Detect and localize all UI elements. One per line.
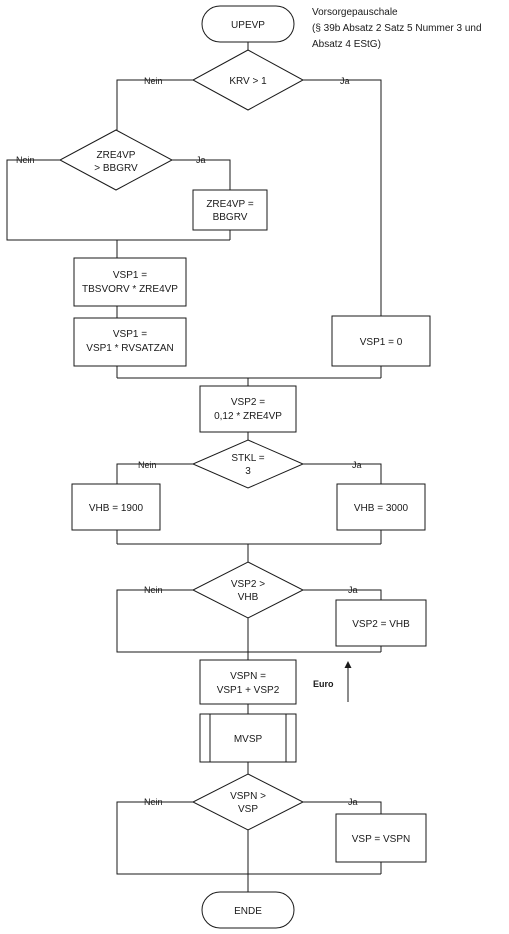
- euro-label: Euro: [313, 679, 334, 689]
- process-zre4vp-bbgrv-text-2: BBGRV: [213, 212, 248, 223]
- start-terminator: UPEVP: [201, 5, 295, 43]
- decision-vspn-vsp-text-1: VSPN >: [230, 791, 266, 802]
- decision-stkl-no-label: Nein: [138, 460, 157, 470]
- process-vsp1-rvsatzan-text-2: VSP1 * RVSATZAN: [86, 343, 173, 354]
- subprocess-mvsp: MVSP: [199, 713, 297, 763]
- process-vsp2: VSP2 = 0,12 * ZRE4VP: [199, 385, 297, 433]
- decision-zre4vp-text-2: > BBGRV: [94, 163, 138, 174]
- decision-stkl-yes-label: Ja: [352, 460, 362, 470]
- process-vsp1-zero-text: VSP1 = 0: [360, 337, 403, 348]
- process-zre4vp-bbgrv-text-1: ZRE4VP =: [206, 199, 253, 210]
- process-vsp1-rvsatzan: VSP1 = VSP1 * RVSATZAN: [73, 317, 187, 367]
- process-vsp-vspn-text: VSP = VSPN: [352, 834, 410, 845]
- title-note: Vorsorgepauschale (§ 39b Absatz 2 Satz 5…: [312, 7, 482, 50]
- decision-stkl-text-2: 3: [245, 466, 251, 477]
- decision-vsp2-vhb-yes-label: Ja: [348, 585, 358, 595]
- decision-vsp2-vhb-text-2: VHB: [238, 592, 259, 603]
- process-vhb-1900-text: VHB = 1900: [89, 503, 144, 514]
- subprocess-mvsp-text: MVSP: [234, 734, 263, 745]
- process-vsp1-tbsvorv-text-1: VSP1 =: [113, 270, 147, 281]
- decision-vspn-vsp-text-2: VSP: [238, 804, 258, 815]
- process-vsp2-vhb: VSP2 = VHB: [335, 599, 427, 647]
- process-vhb-3000-text: VHB = 3000: [354, 503, 409, 514]
- decision-zre4vp-yes-label: Ja: [196, 155, 206, 165]
- decision-krv-no-label: Nein: [144, 76, 163, 86]
- note-line-1: Vorsorgepauschale: [312, 7, 398, 18]
- process-vsp1-tbsvorv-text-2: TBSVORV * ZRE4VP: [82, 284, 178, 295]
- process-vspn: VSPN = VSP1 + VSP2: [199, 659, 297, 705]
- decision-vspn-vsp: VSPN > VSP Nein Ja: [144, 773, 358, 831]
- process-vspn-text-1: VSPN =: [230, 671, 266, 682]
- decision-stkl: STKL = 3 Nein Ja: [138, 439, 362, 489]
- start-label: UPEVP: [231, 20, 265, 31]
- end-terminator: ENDE: [201, 891, 295, 929]
- process-zre4vp-bbgrv: ZRE4VP = BBGRV: [192, 189, 268, 231]
- process-vsp2-vhb-text: VSP2 = VHB: [352, 619, 410, 630]
- note-line-2: (§ 39b Absatz 2 Satz 5 Nummer 3 und: [312, 23, 482, 34]
- process-vhb-1900: VHB = 1900: [71, 483, 161, 531]
- process-vsp2-text-1: VSP2 =: [231, 397, 265, 408]
- decision-vsp2-vhb: VSP2 > VHB Nein Ja: [144, 561, 358, 619]
- decision-vsp2-vhb-text-1: VSP2 >: [231, 579, 265, 590]
- decision-vsp2-vhb-no-label: Nein: [144, 585, 163, 595]
- connector-lines: [6, 42, 382, 892]
- process-vhb-3000: VHB = 3000: [336, 483, 426, 531]
- process-vsp2-text-2: 0,12 * ZRE4VP: [214, 411, 282, 422]
- process-vsp1-zero: VSP1 = 0: [331, 315, 431, 367]
- end-label: ENDE: [234, 906, 262, 917]
- process-vsp1-tbsvorv: VSP1 = TBSVORV * ZRE4VP: [73, 257, 187, 307]
- decision-krv: KRV > 1 Nein Ja: [144, 49, 350, 111]
- decision-zre4vp: ZRE4VP > BBGRV Nein Ja: [16, 129, 206, 191]
- decision-zre4vp-no-label: Nein: [16, 155, 35, 165]
- decision-krv-yes-label: Ja: [340, 76, 350, 86]
- decision-vspn-vsp-no-label: Nein: [144, 797, 163, 807]
- decision-krv-text: KRV > 1: [229, 76, 267, 87]
- decision-zre4vp-text-1: ZRE4VP: [97, 150, 136, 161]
- decision-vspn-vsp-yes-label: Ja: [348, 797, 358, 807]
- decision-stkl-text-1: STKL =: [231, 453, 264, 464]
- process-vsp-vspn: VSP = VSPN: [335, 813, 427, 863]
- process-vspn-text-2: VSP1 + VSP2: [217, 685, 280, 696]
- note-line-3: Absatz 4 EStG): [312, 39, 381, 50]
- process-vsp1-rvsatzan-text-1: VSP1 =: [113, 329, 147, 340]
